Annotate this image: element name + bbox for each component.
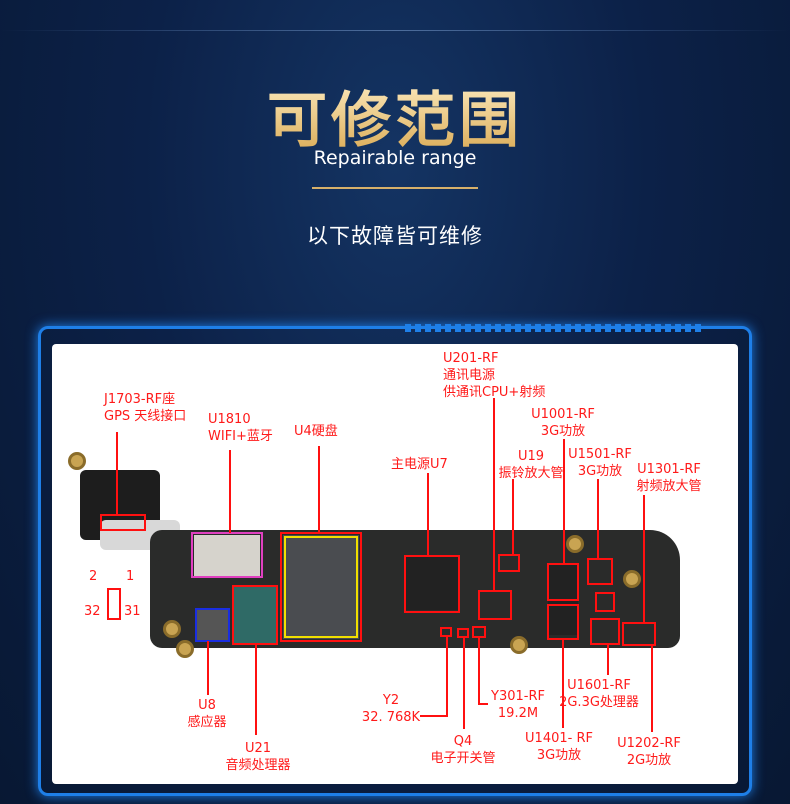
u19-box xyxy=(498,554,520,572)
pin-1: 1 xyxy=(126,569,135,584)
pin-32: 32 xyxy=(84,604,101,619)
u7-box xyxy=(404,555,460,613)
label-u7: 主电源U7 xyxy=(391,457,448,472)
u4-inner-box xyxy=(284,536,358,638)
u1001-box xyxy=(547,563,579,601)
gold-divider xyxy=(312,187,478,189)
u4-box xyxy=(280,532,362,642)
u1401-box xyxy=(547,604,579,640)
u1810-box xyxy=(191,532,263,578)
u1601-box xyxy=(590,618,620,645)
top-divider xyxy=(0,30,790,31)
u201-box xyxy=(478,590,512,620)
page-title: 可修范围 xyxy=(0,72,790,159)
u1601-small-box xyxy=(595,592,615,612)
page-subtitle: Repairable range xyxy=(313,147,477,169)
u1501-box xyxy=(587,558,613,585)
frame-decoration xyxy=(405,324,705,332)
tagline: 以下故障皆可维修 xyxy=(307,224,483,248)
pin-31: 31 xyxy=(124,604,141,619)
u21-box xyxy=(232,585,278,645)
j1703-box xyxy=(100,514,146,531)
u8-box xyxy=(195,608,230,642)
blue-frame xyxy=(38,326,752,796)
label-u4: U4硬盘 xyxy=(294,424,338,439)
pin-2: 2 xyxy=(89,569,98,584)
u1301-box xyxy=(622,622,656,646)
